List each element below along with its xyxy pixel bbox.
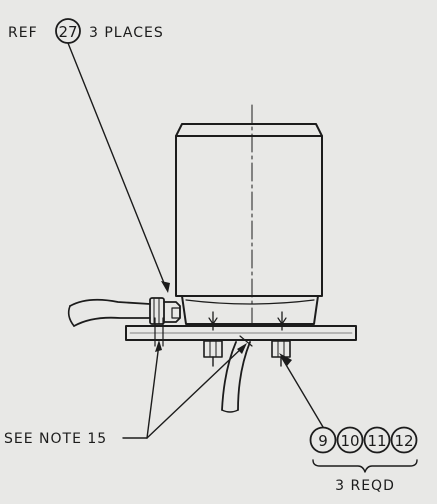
fitting-collar	[171, 307, 181, 319]
note-label: SEE NOTE 15	[4, 431, 107, 447]
qty-brace	[312, 459, 418, 473]
parts-callout: 9 10 11 12 3 REQD	[279, 353, 418, 494]
lower-cable-right-edge	[237, 341, 251, 411]
ref-leader-arrow	[161, 281, 170, 293]
conduit-fitting	[67, 297, 181, 327]
part-number-11: 11	[367, 432, 386, 450]
mounting-plate	[125, 317, 357, 347]
ref-suffix: 3 PLACES	[89, 25, 164, 41]
lower-cable	[221, 335, 253, 413]
ref-number: 27	[58, 23, 77, 41]
cable-end	[67, 305, 75, 327]
part-balloon-9	[309, 426, 337, 454]
lower-cable-left-edge	[221, 341, 237, 411]
nut-right	[271, 340, 291, 367]
note-callout: SEE NOTE 15	[4, 340, 247, 447]
part-balloon-10	[336, 426, 364, 454]
ref-prefix: REF	[8, 25, 38, 41]
ref-leader-line	[67, 42, 167, 289]
motor-base	[181, 295, 319, 325]
motor-base-seam	[185, 299, 315, 305]
part-number-12: 12	[394, 432, 413, 450]
part-balloon-11	[363, 426, 391, 454]
base-bolt-left	[208, 311, 218, 331]
parts-leader-line	[281, 357, 324, 428]
note-arrow-left	[155, 340, 162, 352]
note-leader-right	[146, 345, 245, 439]
note-arrow-right	[237, 343, 247, 354]
base-bolt-right	[277, 311, 287, 331]
part-number-9: 9	[318, 432, 328, 450]
motor-top-cap	[175, 123, 323, 137]
ref-callout: REF 27 3 PLACES	[8, 18, 170, 293]
motor-body	[175, 135, 323, 297]
fitting-nut	[149, 297, 165, 325]
nut-left	[203, 340, 223, 367]
cable-upper-edge	[69, 298, 151, 307]
lower-cable-end	[221, 409, 239, 413]
qty-label: 3 REQD	[335, 478, 395, 494]
part-balloon-12	[390, 426, 418, 454]
note-leader-left	[146, 343, 160, 439]
motor-assembly	[175, 104, 323, 331]
part-number-10: 10	[340, 432, 359, 450]
cable-lower-edge	[73, 316, 151, 327]
parts-leader-arrow	[279, 353, 292, 366]
plate-outline	[125, 325, 357, 341]
